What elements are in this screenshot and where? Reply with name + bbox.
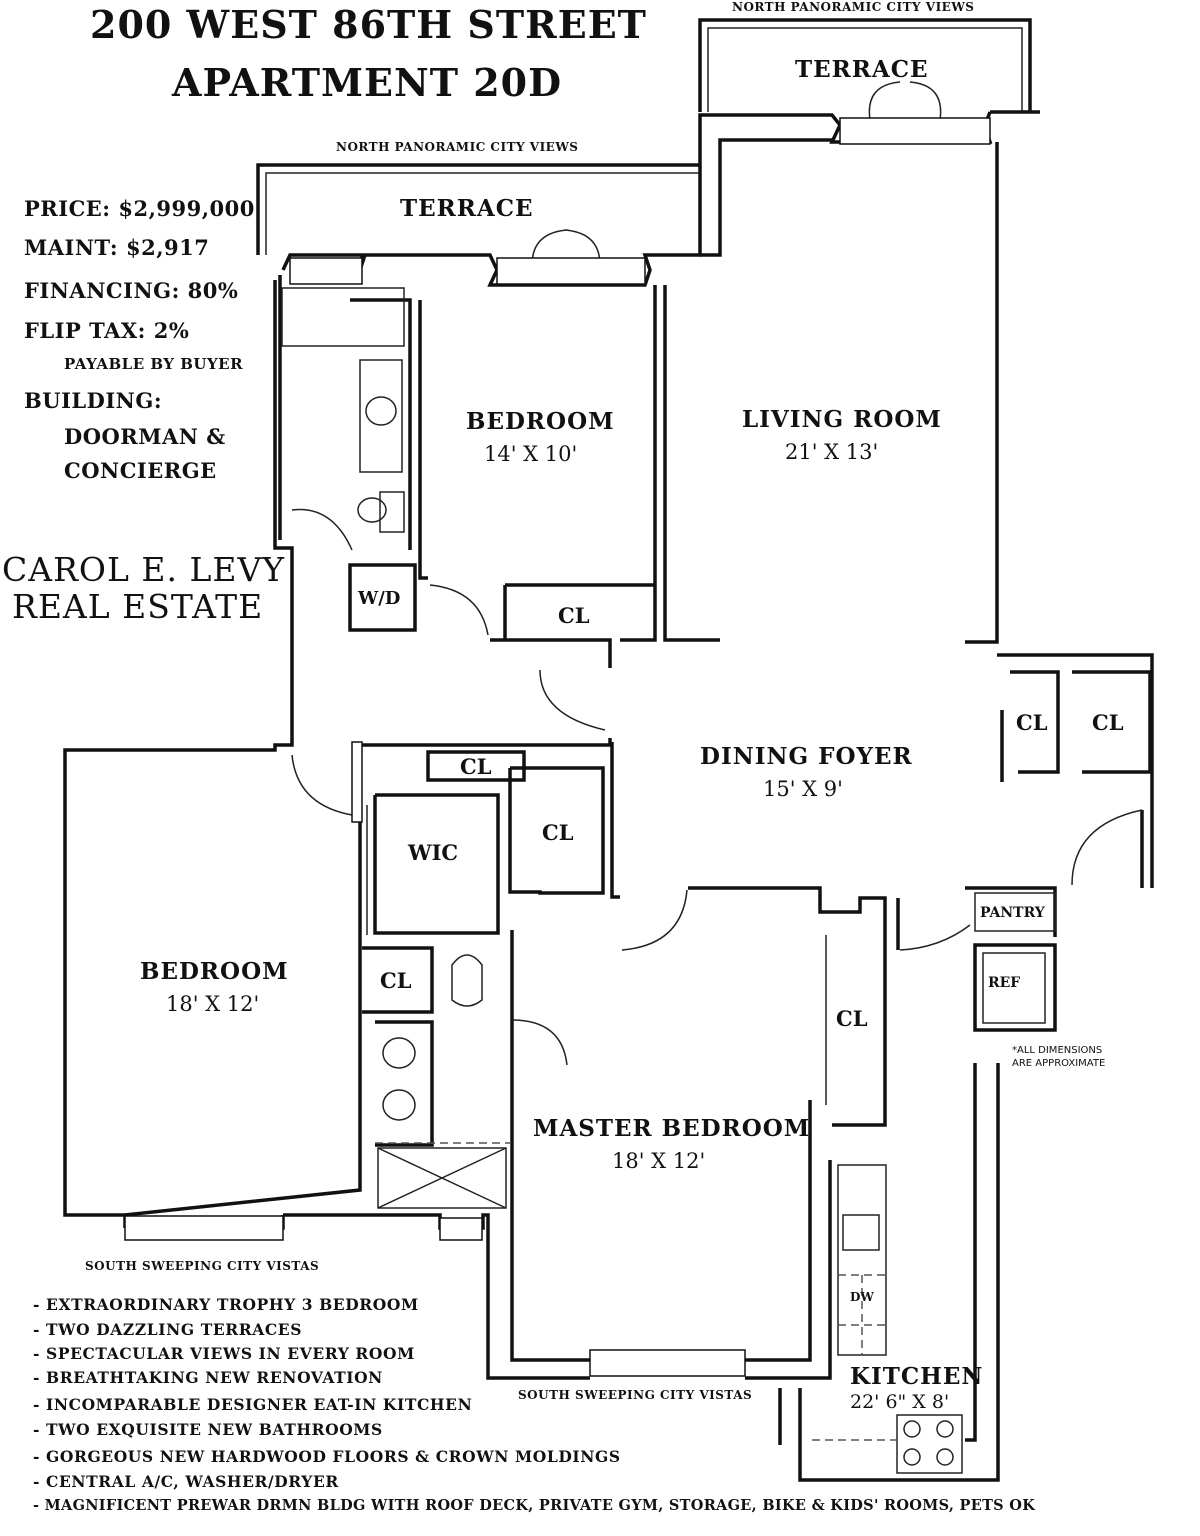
unit-title: APARTMENT 20D — [172, 60, 563, 105]
brokerage-name-line-1: CAROL E. LEVY — [2, 550, 286, 589]
flip-tax-note: PAYABLE BY BUYER — [64, 355, 244, 373]
closet-label-east-2: CL — [1092, 710, 1124, 735]
building-line-1: DOORMAN & — [64, 424, 226, 449]
refrigerator-label: REF — [988, 975, 1021, 991]
pantry-label: PANTRY — [980, 905, 1045, 921]
feature-item: - BREATHTAKING NEW RENOVATION — [33, 1368, 383, 1387]
feature-item: - TWO DAZZLING TERRACES — [33, 1320, 302, 1339]
building-label: BUILDING: — [24, 388, 163, 413]
exterior-walls — [63, 111, 1154, 1482]
bedroom-north-name: BEDROOM — [466, 408, 615, 435]
dimensions-note-line-1: *ALL DIMENSIONS — [1012, 1045, 1103, 1056]
closet-label-hall: CL — [460, 754, 492, 779]
living-room-dims: 21' X 13' — [785, 440, 879, 464]
dining-foyer-dims: 15' X 9' — [763, 777, 843, 801]
master-bedroom-dims: 18' X 12' — [612, 1149, 706, 1173]
feature-item: - MAGNIFICENT PREWAR DRMN BLDG WITH ROOF… — [33, 1497, 1036, 1514]
closet-label-east-1: CL — [1016, 710, 1048, 735]
closet-label-north-bedroom: CL — [558, 603, 590, 628]
maintenance-text: MAINT: $2,917 — [24, 235, 210, 260]
walk-in-closet-label: WIC — [408, 840, 459, 865]
south-view-left-label: SOUTH SWEEPING CITY VISTAS — [85, 1259, 320, 1273]
price-text: PRICE: $2,999,000 — [24, 196, 255, 221]
brokerage-name-line-2: REAL ESTATE — [12, 587, 264, 626]
north-view-upper-label: NORTH PANORAMIC CITY VIEWS — [732, 0, 975, 14]
windows — [124, 117, 991, 1377]
living-room-name: LIVING ROOM — [742, 406, 942, 433]
bedroom-north-dims: 14' X 10' — [484, 442, 578, 466]
building-line-2: CONCIERGE — [64, 458, 217, 483]
feature-item: - INCOMPARABLE DESIGNER EAT-IN KITCHEN — [33, 1395, 473, 1414]
kitchen-name: KITCHEN — [850, 1363, 984, 1390]
washer-dryer-label: W/D — [358, 588, 401, 609]
terrace-upper-label: TERRACE — [795, 56, 929, 83]
interior-walls — [281, 285, 1152, 1474]
bedroom-west-name: BEDROOM — [140, 958, 289, 985]
bedroom-west-dims: 18' X 12' — [166, 992, 260, 1016]
closet-label-center: CL — [542, 820, 574, 845]
dining-foyer-name: DINING FOYER — [700, 743, 913, 770]
financing-text: FINANCING: 80% — [24, 278, 239, 303]
feature-item: - EXTRAORDINARY TROPHY 3 BEDROOM — [33, 1295, 419, 1314]
south-view-right-label: SOUTH SWEEPING CITY VISTAS — [518, 1388, 753, 1402]
address-title: 200 WEST 86TH STREET — [90, 2, 647, 47]
kitchen-dims: 22' 6" X 8' — [850, 1391, 950, 1413]
closet-label-master: CL — [836, 1006, 868, 1031]
master-bedroom-name: MASTER BEDROOM — [533, 1115, 811, 1142]
upper-terrace-outline — [698, 18, 1040, 114]
door-swings — [291, 81, 1143, 1066]
dimensions-note-line-2: ARE APPROXIMATE — [1012, 1058, 1106, 1069]
feature-item: - GORGEOUS NEW HARDWOOD FLOORS & CROWN M… — [33, 1447, 621, 1466]
feature-item: - TWO EXQUISITE NEW BATHROOMS — [33, 1420, 383, 1439]
closet-label-bath: CL — [380, 968, 412, 993]
north-view-lower-label: NORTH PANORAMIC CITY VIEWS — [336, 140, 579, 154]
feature-item: - CENTRAL A/C, WASHER/DRYER — [33, 1472, 339, 1491]
terrace-lower-label: TERRACE — [400, 195, 534, 222]
dishwasher-label: DW — [850, 1290, 874, 1304]
feature-item: - SPECTACULAR VIEWS IN EVERY ROOM — [33, 1344, 415, 1363]
flip-tax-text: FLIP TAX: 2% — [24, 318, 190, 343]
lower-terrace-outline — [256, 163, 700, 255]
